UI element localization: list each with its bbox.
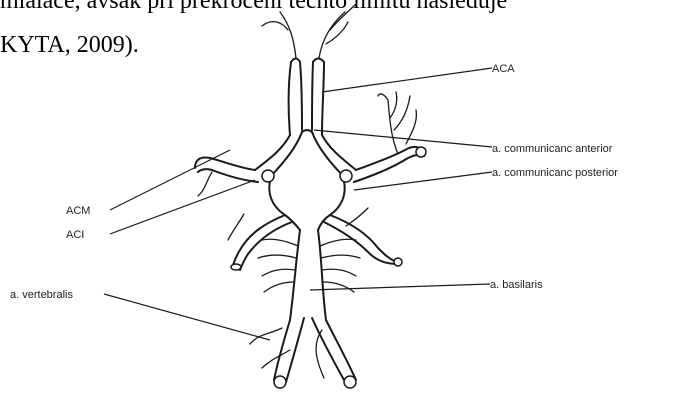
label-aci: ACI [66,229,84,241]
vertebral-arteries [250,318,356,388]
label-acm: ACM [66,205,90,217]
label-basilaris: a. basilaris [490,279,543,291]
label-communicans-anterior: a. communicanc anterior [492,143,613,155]
label-vertebralis: a. vertebralis [10,289,73,301]
label-communicans-posterior: a. communicanc posterior [492,167,618,179]
anterior-cerebral-arteries [262,4,356,135]
posterior-cerebral-arteries [228,208,402,270]
leader-lines [104,68,492,340]
label-aca: ACA [492,63,515,75]
basilar-artery [258,230,360,320]
